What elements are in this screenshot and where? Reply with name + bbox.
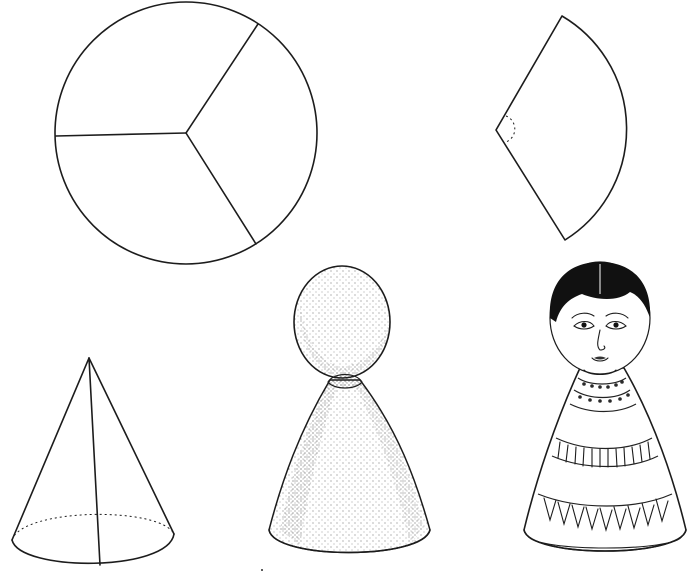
cone-side-left [12, 358, 89, 540]
cone-base-front [12, 534, 174, 563]
cone-seam-line [89, 358, 100, 565]
cone-base-back [12, 514, 174, 540]
doll-body [524, 368, 686, 551]
paper-cone [12, 358, 174, 565]
doll-pupil-right [613, 322, 618, 327]
single-sector-cutout [496, 16, 627, 240]
sector-cut-line-upper [186, 24, 258, 133]
doll-pupil-left [581, 322, 586, 327]
ball-head [294, 266, 390, 378]
sector-outline [496, 16, 627, 240]
sector-angle-mark [506, 116, 515, 142]
cone-with-ball-head [269, 266, 430, 553]
painted-cone-doll [524, 262, 686, 551]
cone-side-right [89, 358, 174, 534]
stray-ink-dot [261, 569, 263, 571]
sector-cut-line-left [56, 133, 186, 136]
sector-cut-line-lower [186, 133, 256, 244]
circle-divided-into-three-sectors [55, 2, 317, 264]
